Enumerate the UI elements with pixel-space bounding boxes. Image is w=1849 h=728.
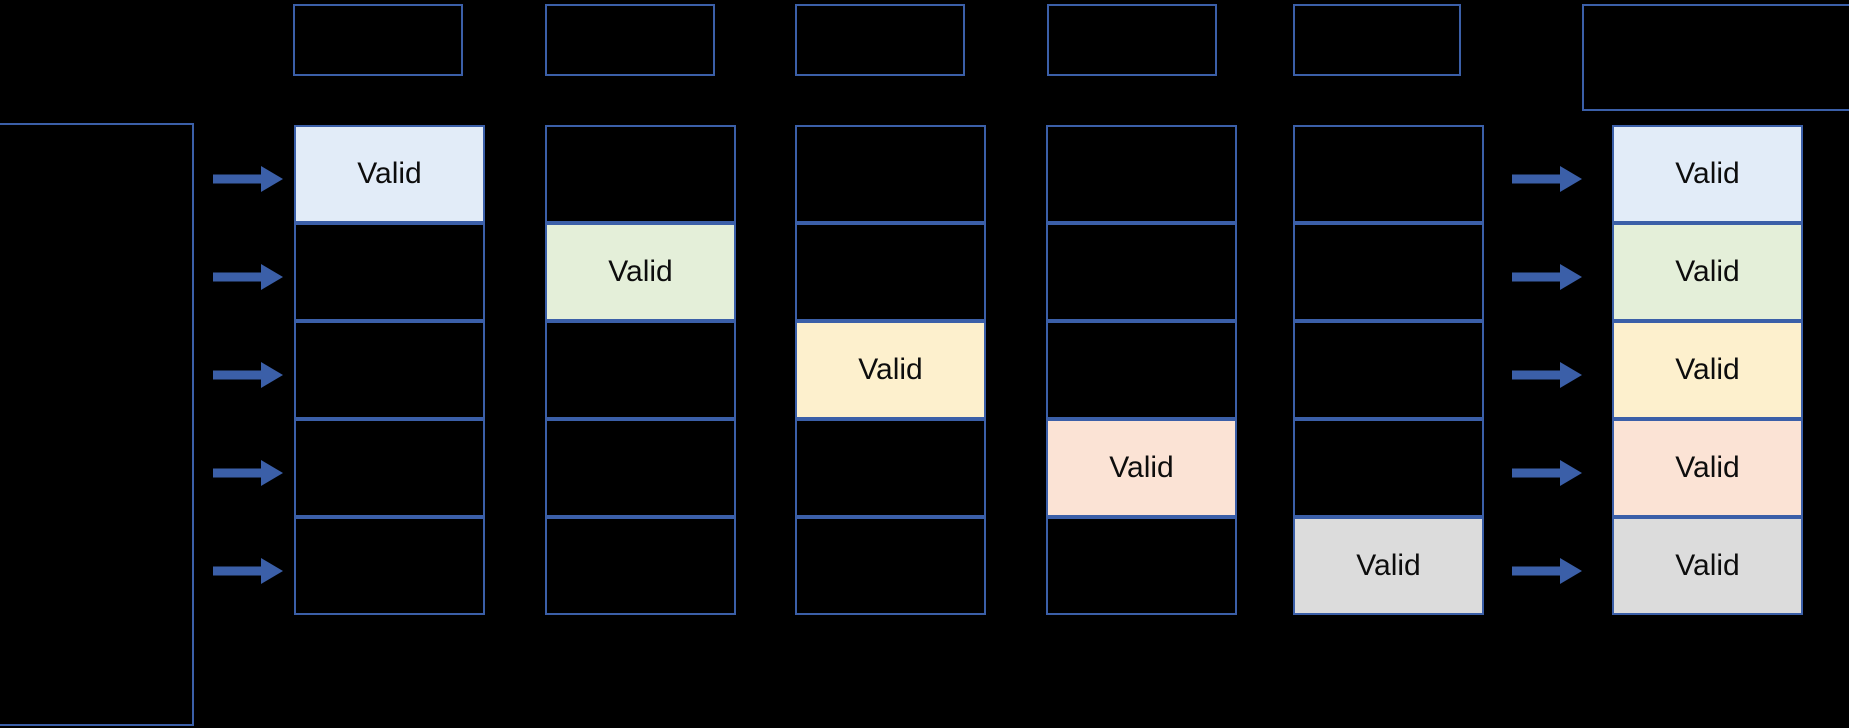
column-4-cell-1 xyxy=(1046,125,1237,223)
arrow-head xyxy=(1560,264,1582,290)
source-to-column-4-arrow-icon xyxy=(213,460,283,486)
column-2-cell-4 xyxy=(545,419,736,517)
column-5-cell-5: Valid xyxy=(1293,517,1484,615)
arrow-head xyxy=(261,166,283,192)
column-3-cell-4 xyxy=(795,419,986,517)
column-3-cell-5 xyxy=(795,517,986,615)
arrow-shaft xyxy=(1512,566,1562,576)
arrow-head xyxy=(1560,460,1582,486)
column-to-result-5-arrow-icon xyxy=(1512,558,1582,584)
arrow-head xyxy=(261,460,283,486)
column-1-cell-2 xyxy=(294,223,485,321)
column-5-cell-2 xyxy=(1293,223,1484,321)
header-box-1 xyxy=(293,4,463,76)
arrow-head xyxy=(1560,362,1582,388)
header-box-4 xyxy=(1047,4,1217,76)
arrow-head xyxy=(1560,558,1582,584)
column-5-cell-4 xyxy=(1293,419,1484,517)
header-box-5 xyxy=(1293,4,1461,76)
header-box-2 xyxy=(545,4,715,76)
header-box-3 xyxy=(795,4,965,76)
column-4-cell-4: Valid xyxy=(1046,419,1237,517)
source-to-column-1-arrow-icon xyxy=(213,166,283,192)
source-box xyxy=(0,123,194,726)
column-to-result-4-arrow-icon xyxy=(1512,460,1582,486)
column-2-cell-5 xyxy=(545,517,736,615)
column-4-cell-2 xyxy=(1046,223,1237,321)
arrow-shaft xyxy=(1512,174,1562,184)
column-to-result-2-arrow-icon xyxy=(1512,264,1582,290)
arrow-shaft xyxy=(213,468,263,478)
column-5-cell-1 xyxy=(1293,125,1484,223)
column-2-cell-3 xyxy=(545,321,736,419)
arrow-shaft xyxy=(1512,272,1562,282)
arrow-head xyxy=(261,558,283,584)
column-result-cell-1: Valid xyxy=(1612,125,1803,223)
column-1-cell-3 xyxy=(294,321,485,419)
arrow-shaft xyxy=(1512,370,1562,380)
column-1-cell-5 xyxy=(294,517,485,615)
arrow-shaft xyxy=(213,272,263,282)
column-result-cell-2: Valid xyxy=(1612,223,1803,321)
column-3-cell-2 xyxy=(795,223,986,321)
arrow-head xyxy=(1560,166,1582,192)
column-3-cell-1 xyxy=(795,125,986,223)
source-to-column-5-arrow-icon xyxy=(213,558,283,584)
column-5-cell-3 xyxy=(1293,321,1484,419)
column-to-result-3-arrow-icon xyxy=(1512,362,1582,388)
source-to-column-3-arrow-icon xyxy=(213,362,283,388)
arrow-shaft xyxy=(1512,468,1562,478)
arrow-head xyxy=(261,362,283,388)
arrow-shaft xyxy=(213,370,263,380)
column-3-cell-3: Valid xyxy=(795,321,986,419)
column-4-cell-3 xyxy=(1046,321,1237,419)
column-1-cell-1: Valid xyxy=(294,125,485,223)
column-to-result-1-arrow-icon xyxy=(1512,166,1582,192)
arrow-head xyxy=(261,264,283,290)
column-result-cell-3: Valid xyxy=(1612,321,1803,419)
arrow-shaft xyxy=(213,566,263,576)
column-result-cell-4: Valid xyxy=(1612,419,1803,517)
column-result-cell-5: Valid xyxy=(1612,517,1803,615)
column-1-cell-4 xyxy=(294,419,485,517)
column-2-cell-2: Valid xyxy=(545,223,736,321)
source-to-column-2-arrow-icon xyxy=(213,264,283,290)
column-4-cell-5 xyxy=(1046,517,1237,615)
column-2-cell-1 xyxy=(545,125,736,223)
arrow-shaft xyxy=(213,174,263,184)
header-box-6 xyxy=(1582,4,1849,111)
